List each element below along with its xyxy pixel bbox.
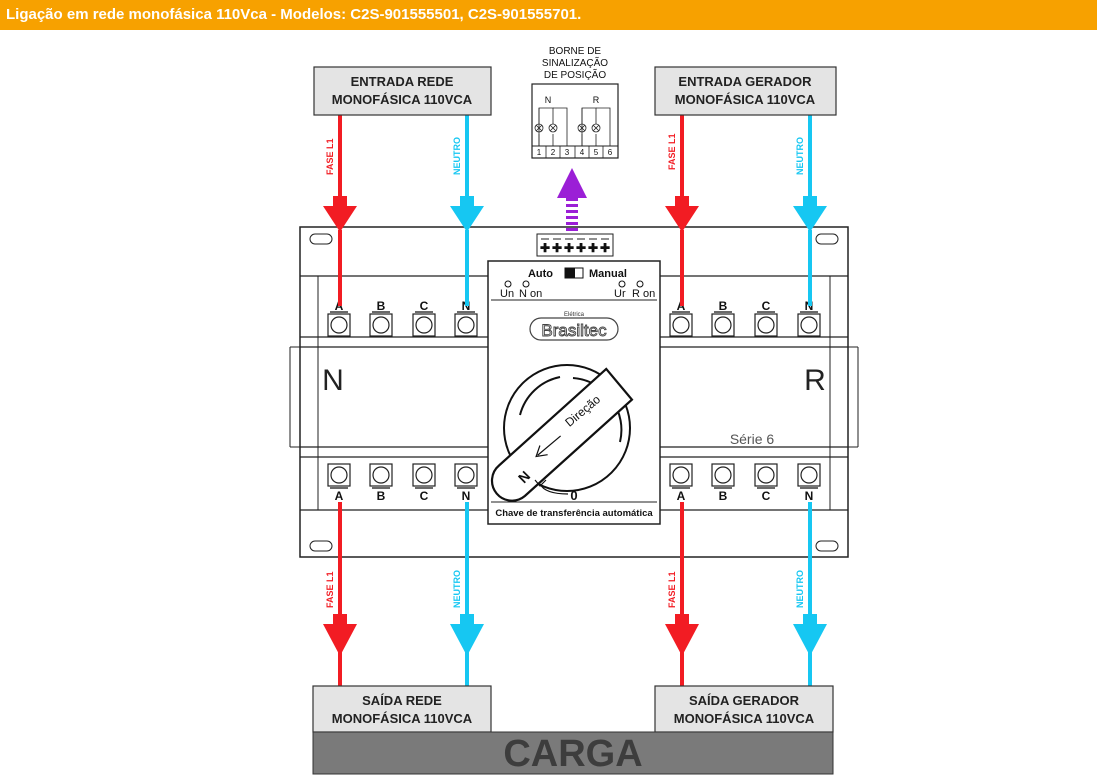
svg-text:MONOFÁSICA 110VCA: MONOFÁSICA 110VCA [674, 711, 815, 726]
svg-text:5: 5 [594, 148, 599, 157]
svg-text:Elétrica: Elétrica [564, 312, 585, 318]
led-ur [618, 280, 626, 288]
wire-label-neutro: NEUTRO [795, 570, 805, 608]
svg-text:✚: ✚ [540, 241, 550, 255]
signal-connector: ✚✚✚ ✚✚✚ [536, 233, 614, 257]
svg-text:✚: ✚ [564, 241, 574, 255]
label-non: N on [519, 288, 542, 300]
box-entrada-gerador: ENTRADA GERADOR MONOFÁSICA 110VCA [654, 66, 837, 116]
wire-label-neutro: NEUTRO [795, 137, 805, 175]
svg-text:1: 1 [537, 148, 542, 157]
terminal-label-bottom-left-a: A [335, 489, 344, 503]
header-title: Ligação em rede monofásica 110Vca - Mode… [6, 6, 582, 23]
wire-label-neutro: NEUTRO [452, 137, 462, 175]
arrow-fase-saida-rede [323, 614, 357, 656]
borne-caption-line3: DE POSIÇÃO [544, 68, 606, 81]
svg-text:4: 4 [580, 148, 585, 157]
mount-slot [309, 540, 333, 552]
terminal-label-bottom-right-a: A [677, 489, 686, 503]
device-name-label: Chave de transferência automática [495, 508, 653, 519]
svg-text:2: 2 [551, 148, 556, 157]
label-ur: Ur [614, 288, 626, 300]
rotary-selector-knob[interactable]: Direção [481, 364, 636, 509]
arrow-neutro-saida-gerador [793, 614, 827, 656]
svg-text:ENTRADA GERADOR: ENTRADA GERADOR [678, 74, 812, 89]
side-label-n: N [322, 364, 344, 397]
borne-caption-line2: SINALIZAÇÃO [542, 56, 608, 69]
terminal-label-bottom-left-n: N [462, 489, 471, 503]
wire-label-fase: FASE L1 [667, 133, 677, 170]
arrow-fase-entrada-rede [323, 196, 357, 232]
wire-label-fase: FASE L1 [667, 571, 677, 608]
label-ron: R on [632, 288, 655, 300]
svg-text:ENTRADA REDE: ENTRADA REDE [351, 74, 454, 89]
box-entrada-rede: ENTRADA REDE MONOFÁSICA 110VCA [313, 66, 492, 116]
led-ron [636, 280, 644, 288]
arrow-neutro-entrada-rede [450, 196, 484, 232]
box-saida-rede: SAÍDA REDE MONOFÁSICA 110VCA [312, 685, 492, 733]
signal-arrow [557, 168, 587, 231]
svg-text:MONOFÁSICA 110VCA: MONOFÁSICA 110VCA [675, 92, 816, 107]
terminal-label-top-left-b: B [377, 299, 386, 313]
mount-slot [815, 540, 839, 552]
mount-slot [815, 233, 839, 245]
series-label: Série 6 [730, 431, 775, 447]
terminal-label-bottom-right-c: C [762, 489, 771, 503]
side-label-r: R [804, 364, 826, 397]
terminal-label-top-left-c: C [420, 299, 429, 313]
auto-label: Auto [528, 268, 553, 280]
borne-label-n: N [545, 95, 552, 105]
led-non [522, 280, 530, 288]
arrow-fase-saida-gerador [665, 614, 699, 656]
terminal-label-top-right-c: C [762, 299, 771, 313]
borne-label-r: R [593, 95, 600, 105]
terminal-label-bottom-right-n: N [805, 489, 814, 503]
terminal-label-bottom-left-b: B [377, 489, 386, 503]
carga-bar: CARGA [312, 731, 834, 775]
mount-slot [309, 233, 333, 245]
svg-text:SAÍDA GERADOR: SAÍDA GERADOR [689, 693, 800, 708]
wire-label-fase: FASE L1 [325, 571, 335, 608]
led-un [504, 280, 512, 288]
wire-label-neutro: NEUTRO [452, 570, 462, 608]
brand-logo: Elétrica Brasiltec [529, 312, 619, 341]
svg-text:✚: ✚ [600, 241, 610, 255]
box-saida-gerador: SAÍDA GERADOR MONOFÁSICA 110VCA [654, 685, 834, 733]
svg-text:MONOFÁSICA 110VCA: MONOFÁSICA 110VCA [332, 92, 473, 107]
mode-switch[interactable] [564, 267, 584, 279]
carga-label: CARGA [503, 733, 642, 775]
switch-position-0: 0 [570, 488, 577, 503]
wire-label-fase: FASE L1 [325, 138, 335, 175]
arrow-neutro-saida-rede [450, 614, 484, 656]
svg-text:6: 6 [608, 148, 613, 157]
svg-text:MONOFÁSICA 110VCA: MONOFÁSICA 110VCA [332, 711, 473, 726]
terminal-label-bottom-right-b: B [719, 489, 728, 503]
borne-caption-line1: BORNE DE [549, 46, 602, 57]
svg-text:✚: ✚ [552, 241, 562, 255]
label-un: Un [500, 288, 514, 300]
terminal-label-bottom-left-c: C [420, 489, 429, 503]
manual-label: Manual [589, 268, 627, 280]
header-banner: Ligação em rede monofásica 110Vca - Mode… [0, 0, 1097, 30]
svg-text:3: 3 [565, 148, 570, 157]
svg-text:✚: ✚ [576, 241, 586, 255]
arrow-neutro-entrada-gerador [793, 196, 827, 232]
terminal-label-top-right-b: B [719, 299, 728, 313]
arrow-fase-entrada-gerador [665, 196, 699, 232]
svg-text:SAÍDA REDE: SAÍDA REDE [362, 693, 442, 708]
svg-text:✚: ✚ [588, 241, 598, 255]
svg-text:Brasiltec: Brasiltec [541, 321, 607, 340]
